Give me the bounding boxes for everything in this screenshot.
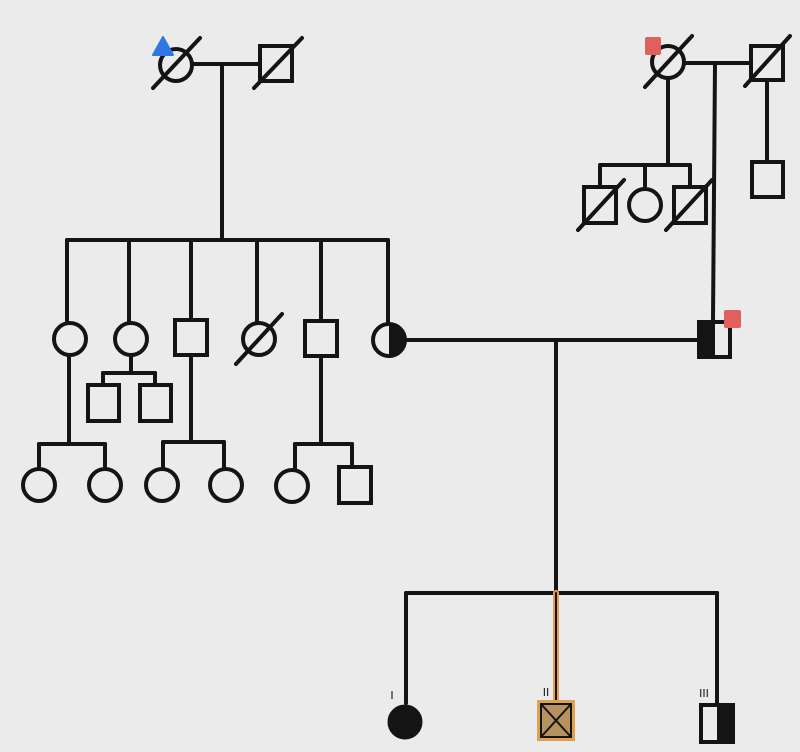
child-2: II: [537, 686, 575, 741]
grandfather-right: [743, 34, 792, 88]
affected-female-symbol: [387, 704, 423, 740]
half-sib-3-male-deceased: [664, 178, 714, 232]
sib-2-female: [113, 321, 149, 357]
child-1: I: [387, 689, 423, 740]
child-3: III: [699, 687, 735, 744]
half-shading: [717, 705, 733, 742]
male-symbol-inner: [540, 703, 572, 738]
half-shading: [389, 324, 405, 356]
descent-line-right-grandparents: [711, 61, 717, 322]
sib-2-child-2-male: [138, 383, 173, 423]
sib-3-male: [173, 318, 209, 357]
half-sib-2-female: [627, 187, 663, 223]
x-mark: [540, 703, 572, 738]
child-2-label: II: [543, 686, 550, 699]
half-sib-1-male-deceased: [576, 178, 626, 232]
mother-carrier-female: [371, 322, 407, 358]
pedigree-lines: [37, 61, 769, 707]
triangle-marker: [152, 36, 174, 56]
sib-5-male: [303, 319, 339, 358]
deceased-slash: [234, 312, 284, 366]
square-marker: [645, 37, 661, 55]
deceased-slash: [151, 36, 202, 90]
deceased-slash: [576, 178, 626, 232]
sib-3-child-2-female: [208, 467, 244, 503]
child-3-label: III: [699, 687, 709, 700]
sib-4-female-deceased: [234, 312, 284, 366]
grandfather-left: [252, 36, 304, 90]
sib-1-child-1-female: [21, 467, 57, 503]
sib-1-child-2-female: [87, 467, 123, 503]
deceased-slash: [643, 34, 694, 89]
half-shading: [699, 322, 715, 357]
sib-2-child-1-male: [86, 383, 121, 423]
deceased-slash: [664, 178, 714, 232]
grandmother-left: [151, 36, 202, 90]
sib-1-female: [52, 321, 88, 357]
sib-5-child-1-female: [274, 468, 310, 504]
father-carrier-male: [697, 320, 732, 359]
deceased-slash: [743, 34, 792, 88]
sib-5-child-2-male: [337, 465, 373, 505]
grandfather-right-child-male: [750, 160, 785, 199]
square-marker: [724, 310, 741, 328]
deceased-slash: [252, 36, 304, 90]
child-1-label: I: [390, 689, 393, 702]
sib-3-child-1-female: [144, 467, 180, 503]
